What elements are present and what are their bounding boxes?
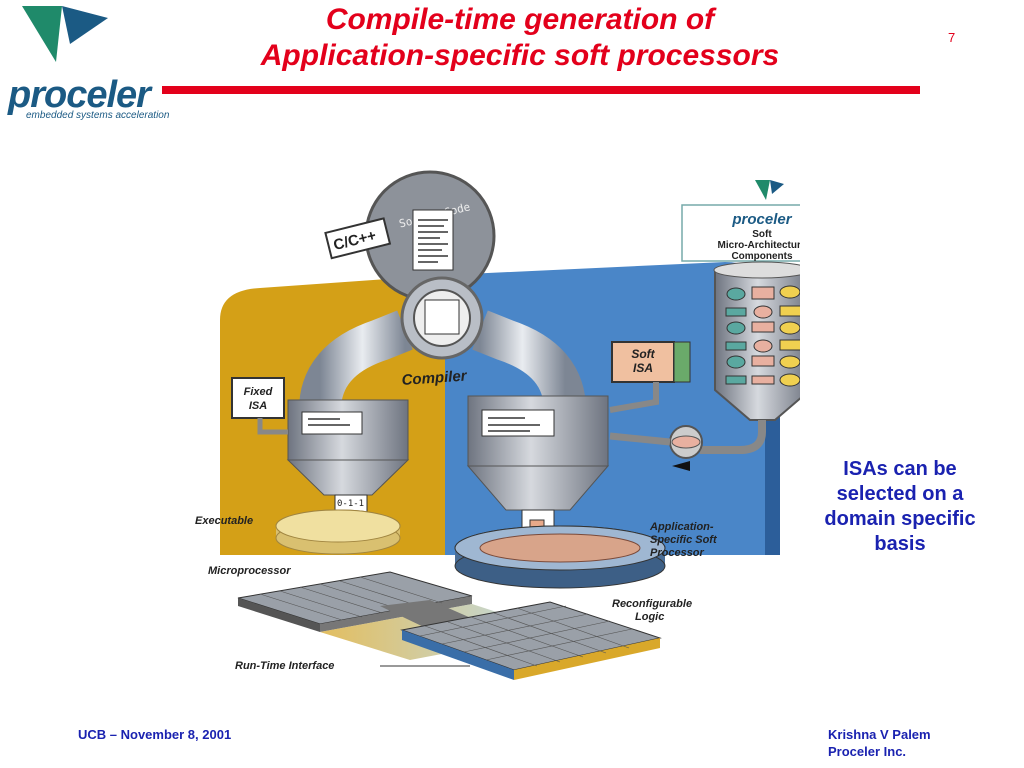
logo-wordmark: proceler	[8, 74, 151, 116]
soft-isa-box	[611, 341, 675, 383]
svg-text:0-1-1: 0-1-1	[337, 499, 364, 509]
svg-text:Logic: Logic	[635, 611, 664, 623]
right-canister-label-icon	[481, 409, 555, 437]
svg-text:ISA: ISA	[633, 361, 653, 375]
compiler-label: Compiler	[401, 367, 468, 389]
proceler-logo: proceler embedded systems acceleration	[0, 0, 170, 130]
compiler-diagram: Source Code C/C++ Compiler 0-1-1 1-0-1 F…	[195, 170, 800, 680]
logo-mark-icon	[22, 6, 108, 62]
page-number: 7	[948, 30, 956, 45]
left-pipe	[299, 310, 413, 412]
svg-text:Micro-Architecture: Micro-Architecture	[718, 240, 800, 251]
title-line-2: Application-specific soft processors	[260, 39, 780, 72]
slide-title: Compile-time generation of Application-s…	[200, 2, 840, 74]
title-rule	[162, 86, 920, 94]
left-canister-label-icon	[301, 411, 363, 435]
runtime-interface-label: Run-Time Interface	[235, 660, 334, 672]
svg-text:Soft: Soft	[752, 229, 772, 240]
svg-text:ISA: ISA	[249, 400, 267, 412]
svg-text:proceler: proceler	[731, 211, 792, 228]
svg-text:Specific Soft: Specific Soft	[650, 534, 718, 546]
footer-date: UCB – November 8, 2001	[78, 727, 232, 742]
footer-author: Krishna V Palem Proceler Inc.	[828, 727, 931, 759]
isa-callout: ISAs can be selected on a domain specifi…	[824, 458, 976, 555]
fixed-isa-box	[231, 377, 285, 419]
svg-text:Processor: Processor	[650, 547, 705, 559]
logo-tagline: embedded systems acceleration	[26, 110, 170, 121]
svg-text:Components: Components	[731, 251, 793, 262]
lang-tag	[324, 217, 392, 260]
title-line-1: Compile-time generation of	[325, 3, 715, 36]
source-code-page-icon	[412, 209, 454, 271]
executable-label: Executable	[195, 515, 253, 527]
microprocessor-label: Microprocessor	[208, 565, 291, 577]
svg-text:Fixed: Fixed	[244, 386, 273, 398]
svg-text:Soft: Soft	[631, 347, 655, 361]
proceler-components-box	[681, 204, 800, 262]
app-specific-label-1: Application-	[649, 521, 714, 533]
reconfigurable-label-1: Reconfigurable	[612, 598, 692, 610]
